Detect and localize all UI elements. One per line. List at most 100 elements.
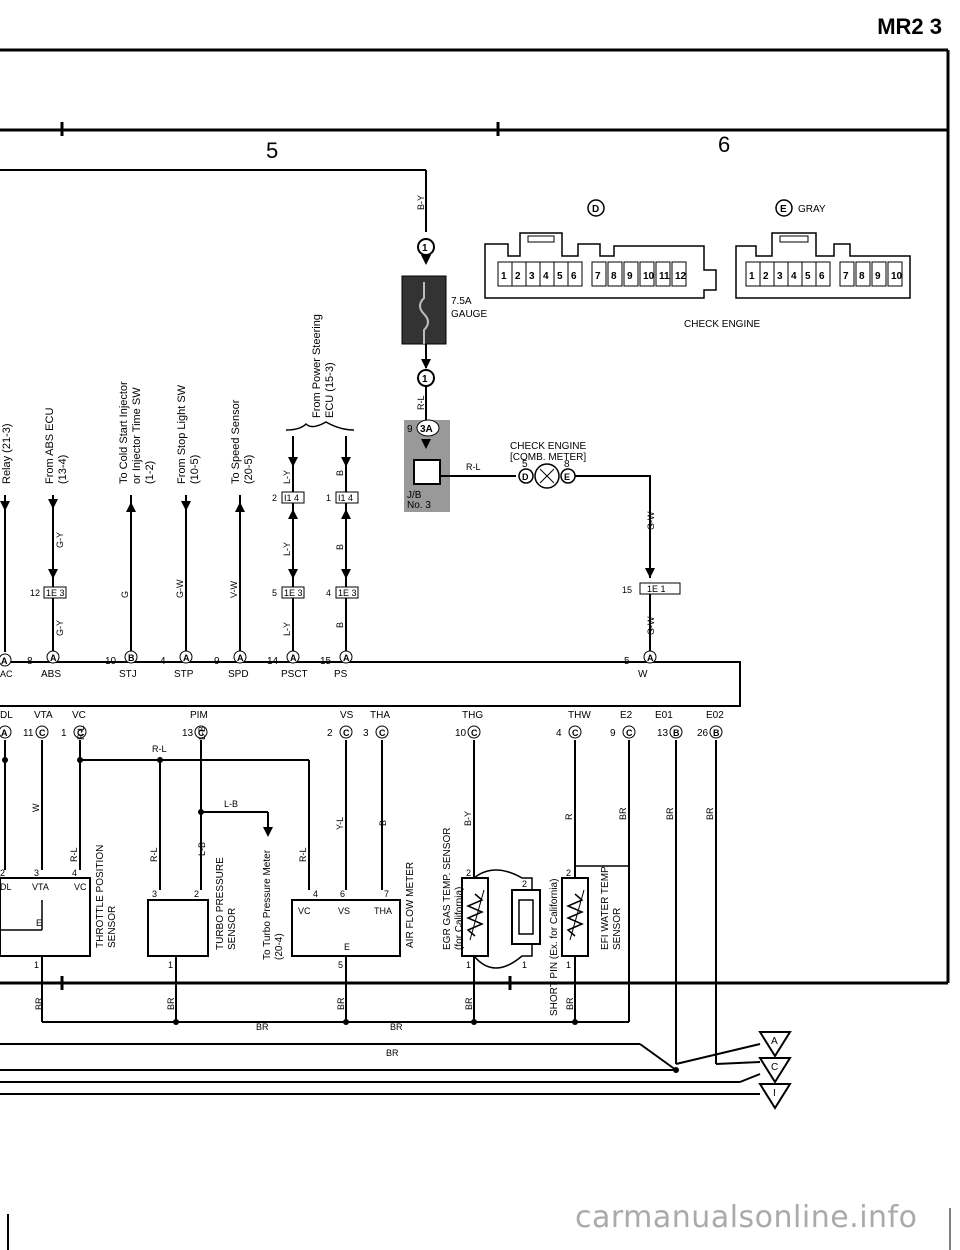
meter-label-2: [COMB. METER] — [510, 452, 586, 463]
svg-text:12: 12 — [30, 588, 40, 598]
svg-text:L-B: L-B — [197, 726, 207, 740]
svg-text:DL: DL — [0, 882, 12, 892]
ecu-pin-connector — [179, 650, 193, 664]
svg-text:SENSOR: SENSOR — [227, 908, 238, 950]
ecu-pin-conn: C — [379, 728, 386, 738]
svg-text:BR: BR — [618, 807, 628, 820]
ecu-pin-number: 13 — [182, 728, 194, 739]
svg-text:R-L: R-L — [152, 744, 167, 754]
meter-conn-d — [518, 468, 534, 484]
ecu-pin-number: 15 — [320, 656, 332, 667]
wire-rl-top: R-L — [416, 395, 426, 410]
svg-text:R-L: R-L — [69, 847, 79, 862]
watermark: carmanualsonline.info — [575, 1200, 918, 1235]
column-5-label: 5 — [266, 138, 278, 163]
svg-text:3: 3 — [152, 889, 157, 899]
svg-text:4: 4 — [326, 588, 331, 598]
ecu-terminal-label: PIM — [190, 710, 208, 721]
ecu-pin-conn: C — [626, 728, 633, 738]
ecu-terminal-label: E2 — [620, 710, 633, 721]
ecu-pin-number: 10 — [105, 656, 117, 667]
ecu-pin-number: 26 — [697, 728, 709, 739]
svg-text:3A: 3A — [420, 424, 433, 435]
svg-text:E: E — [564, 472, 570, 482]
svg-text:J/B: J/B — [407, 490, 422, 501]
fuse-name: GAUGE — [451, 309, 487, 320]
ecu-pin-connector — [286, 650, 300, 664]
conn-d-pin-number: 2 — [515, 271, 521, 282]
conn-d-pin — [623, 261, 639, 287]
conn-d-pin — [655, 261, 671, 287]
arrow-down-icon — [421, 359, 431, 369]
ecu-pin-label: PS — [334, 669, 348, 680]
conn-d-pin — [671, 261, 687, 287]
svg-text:THA: THA — [374, 906, 392, 916]
svg-text:1E 1: 1E 1 — [647, 584, 666, 594]
svg-text:Relay (21-3): Relay (21-3) — [1, 423, 13, 484]
svg-text:G-W: G-W — [175, 579, 185, 598]
ecu-terminal-label: VTA — [34, 710, 53, 721]
fuse-amp: 7.5A — [451, 296, 472, 307]
conn-e-pin — [815, 261, 831, 287]
ground-bus — [0, 1021, 761, 1095]
svg-text:BR: BR — [565, 997, 575, 1010]
svg-text:5: 5 — [338, 960, 343, 970]
svg-text:SENSOR: SENSOR — [107, 906, 118, 948]
conn-e-pin-number: 4 — [791, 271, 797, 282]
svg-text:BR: BR — [166, 997, 176, 1010]
svg-text:ECU (15-3): ECU (15-3) — [324, 362, 336, 418]
ecu-pin-number: 5 — [624, 656, 630, 667]
svg-text:(20-5): (20-5) — [243, 455, 255, 484]
ecu-box — [0, 661, 741, 707]
ecu-pin-connector — [73, 725, 87, 739]
ecu-pin-connector — [35, 725, 49, 739]
conn-e-pin — [871, 261, 887, 287]
mid-wire-labels: G-Y G-Y G G-W V-W L-Y L-Y L-Y B B B — [55, 470, 345, 636]
svg-text:W: W — [31, 803, 41, 812]
svg-text:BR: BR — [665, 807, 675, 820]
svg-text:To Cold Start Injector: To Cold Start Injector — [118, 381, 130, 484]
egr-gas-temp-sensor — [461, 877, 489, 957]
svg-text:G-W: G-W — [646, 616, 656, 635]
ecu-pin-number: 14 — [267, 656, 279, 667]
ecu-pin-conn: A — [237, 653, 244, 663]
svg-text:E: E — [36, 918, 42, 928]
ecu-pin-connector — [568, 725, 582, 739]
ecu-pin-number: 4 — [160, 656, 166, 667]
ecu-pin-connector — [339, 650, 353, 664]
conn-e-pin-number: 9 — [875, 271, 881, 282]
svg-text:I1 4: I1 4 — [284, 493, 299, 503]
svg-text:G-Y: G-Y — [55, 620, 65, 636]
ecu-pin-number: 2 — [327, 728, 333, 739]
svg-text:1: 1 — [522, 960, 527, 970]
ecu-pin-connector — [709, 725, 723, 739]
svg-text:A: A — [1, 728, 8, 738]
svg-text:B: B — [335, 544, 345, 550]
svg-text:VTA: VTA — [32, 882, 49, 892]
svg-text:B-Y: B-Y — [463, 811, 473, 826]
conn-d-pin — [639, 261, 655, 287]
svg-text:2: 2 — [194, 889, 199, 899]
svg-text:4: 4 — [72, 868, 77, 878]
svg-text:L-Y: L-Y — [282, 470, 292, 484]
conn-e-pin — [887, 261, 903, 287]
ecu-pin-conn: C — [198, 728, 205, 738]
ecu-pin-conn: A — [647, 653, 654, 663]
conn-d-pin-number: 3 — [529, 271, 535, 282]
svg-text:From ABS ECU: From ABS ECU — [44, 408, 56, 484]
svg-text:R: R — [564, 813, 574, 820]
ecu-pin-conn: B — [713, 728, 720, 738]
ecu-pin-conn: A — [50, 653, 57, 663]
page-title: MR2 3 — [877, 14, 942, 39]
ecu-pin-connector — [46, 650, 60, 664]
svg-text:1: 1 — [326, 493, 331, 503]
svg-text:1: 1 — [566, 960, 571, 970]
svg-text:BR: BR — [390, 1022, 403, 1032]
ecu-pin-conn: A — [183, 653, 190, 663]
conn-e-pin — [855, 261, 871, 287]
svg-text:To Turbo Pressure Meter: To Turbo Pressure Meter — [262, 849, 273, 960]
column-6-label: 6 — [718, 132, 730, 157]
ecu-pin-conn: C — [343, 728, 350, 738]
svg-text:EFI WATER TEMP.: EFI WATER TEMP. — [600, 865, 611, 950]
